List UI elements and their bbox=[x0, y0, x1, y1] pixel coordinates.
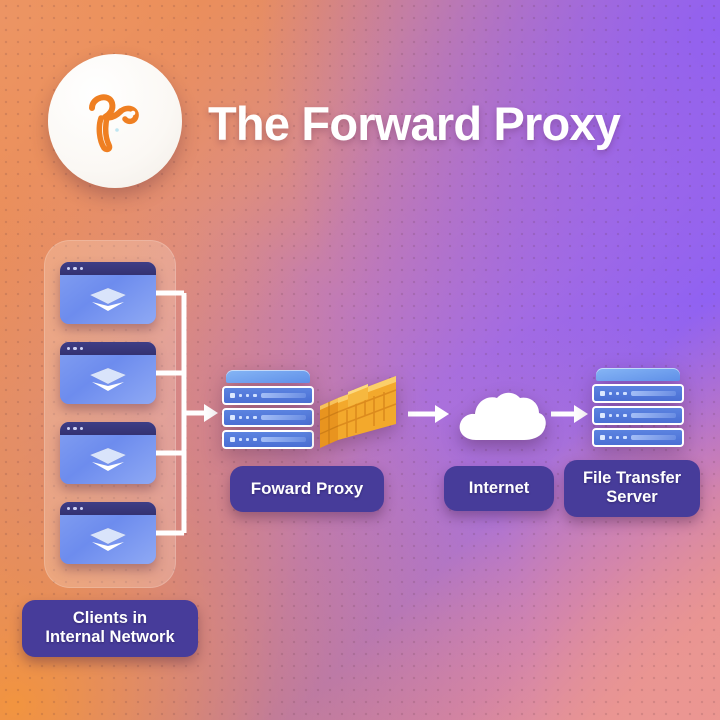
forward-proxy-server-rack[interactable] bbox=[222, 370, 314, 449]
label-line-1: File Transfer bbox=[582, 469, 682, 487]
led-strip bbox=[260, 415, 306, 420]
cloud-icon bbox=[456, 386, 548, 448]
client-window-4[interactable] bbox=[60, 502, 156, 564]
rack-unit-3 bbox=[592, 428, 684, 447]
orange-squirrel-logo-icon bbox=[89, 94, 139, 153]
label-internet: Internet bbox=[444, 466, 554, 512]
window-title-bar bbox=[60, 262, 156, 275]
window-dot bbox=[79, 426, 84, 431]
status-led bbox=[253, 437, 257, 442]
arrow-internet-to-server bbox=[551, 405, 588, 423]
status-led bbox=[230, 437, 235, 442]
status-led bbox=[615, 435, 620, 440]
window-dot bbox=[67, 506, 71, 511]
brick-firewall-icon bbox=[316, 366, 408, 452]
window-title-bar bbox=[60, 342, 156, 355]
status-led bbox=[245, 393, 250, 398]
status-led bbox=[600, 435, 605, 440]
status-led bbox=[608, 435, 612, 440]
led-strip bbox=[260, 393, 306, 398]
window-dot bbox=[67, 346, 71, 351]
window-dot bbox=[73, 426, 77, 431]
window-dot bbox=[79, 266, 84, 271]
arrow-clients-to-proxy bbox=[184, 404, 218, 422]
label-line-2: Server bbox=[606, 488, 658, 507]
led-strip bbox=[630, 391, 676, 396]
window-dot bbox=[73, 346, 77, 351]
window-body bbox=[60, 515, 156, 564]
arrow-proxy-to-internet bbox=[408, 405, 449, 423]
client-window-3[interactable] bbox=[60, 422, 156, 484]
status-led bbox=[615, 413, 620, 418]
label-line-2: Internal Network bbox=[45, 628, 175, 647]
label-line-1: Clients in bbox=[72, 609, 148, 627]
status-led bbox=[600, 391, 605, 396]
window-dot bbox=[79, 506, 84, 511]
status-led bbox=[238, 415, 242, 420]
window-body bbox=[60, 435, 156, 484]
status-led bbox=[623, 435, 627, 440]
file-transfer-server-rack[interactable] bbox=[592, 368, 684, 447]
rack-top-cover bbox=[596, 368, 680, 381]
client-window-1[interactable] bbox=[60, 262, 156, 324]
status-led bbox=[253, 415, 257, 420]
status-led bbox=[245, 415, 250, 420]
led-strip bbox=[630, 413, 676, 418]
window-body bbox=[60, 355, 156, 404]
window-dot bbox=[79, 346, 84, 351]
label-clients-internal-network: Clients in Internal Network bbox=[22, 600, 198, 657]
status-led bbox=[245, 437, 250, 442]
status-led bbox=[238, 393, 242, 398]
status-led bbox=[238, 437, 242, 442]
status-led bbox=[608, 413, 612, 418]
status-led bbox=[623, 413, 627, 418]
rack-unit-2 bbox=[222, 408, 314, 427]
window-title-bar bbox=[60, 502, 156, 515]
status-led bbox=[253, 393, 257, 398]
status-led bbox=[615, 391, 620, 396]
window-dot bbox=[67, 426, 71, 431]
status-led bbox=[230, 393, 235, 398]
label-file-transfer-server: File Transfer Server bbox=[564, 460, 700, 517]
status-led bbox=[230, 415, 235, 420]
window-dot bbox=[73, 266, 77, 271]
layers-chevron-icon bbox=[90, 447, 126, 471]
page-title: The Forward Proxy bbox=[208, 97, 621, 150]
rack-unit-3 bbox=[222, 430, 314, 449]
window-body bbox=[60, 275, 156, 324]
rack-top-cover bbox=[226, 370, 310, 383]
layers-chevron-icon bbox=[90, 287, 126, 311]
rack-unit-1 bbox=[592, 384, 684, 403]
window-title-bar bbox=[60, 422, 156, 435]
status-led bbox=[608, 391, 612, 396]
led-strip bbox=[260, 437, 306, 442]
client-window-2[interactable] bbox=[60, 342, 156, 404]
status-led bbox=[623, 391, 627, 396]
status-led bbox=[600, 413, 605, 418]
layers-chevron-icon bbox=[90, 527, 126, 551]
layers-chevron-icon bbox=[90, 367, 126, 391]
logo-badge bbox=[48, 54, 182, 188]
led-strip bbox=[630, 435, 676, 440]
rack-unit-2 bbox=[592, 406, 684, 425]
window-dot bbox=[67, 266, 71, 271]
window-dot bbox=[73, 506, 77, 511]
label-forward-proxy: Foward Proxy bbox=[230, 466, 384, 513]
rack-unit-1 bbox=[222, 386, 314, 405]
